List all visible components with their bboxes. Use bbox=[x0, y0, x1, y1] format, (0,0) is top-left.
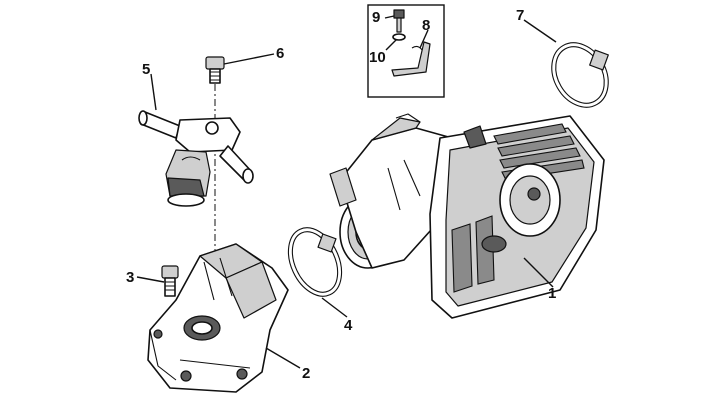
part-2-adaptor-housing bbox=[147, 243, 289, 393]
leader-2 bbox=[265, 347, 301, 369]
leader-1 bbox=[523, 257, 554, 288]
part-10-washer bbox=[392, 33, 406, 41]
callout-4: 4 bbox=[344, 317, 353, 334]
inset-bracket-detail bbox=[367, 4, 445, 98]
callout-7: 7 bbox=[516, 7, 524, 24]
part-1-throttle-body bbox=[329, 113, 605, 319]
callout-1: 1 bbox=[548, 285, 556, 302]
leader-3 bbox=[136, 276, 165, 283]
callout-8: 8 bbox=[422, 17, 430, 34]
part-3-bolt bbox=[161, 265, 179, 297]
leader-4 bbox=[321, 297, 348, 318]
leader-10 bbox=[385, 39, 397, 51]
part-7-hose-clamp bbox=[551, 42, 609, 108]
leader-7 bbox=[523, 19, 557, 43]
leader-lines bbox=[136, 15, 557, 369]
part-4-hose-clamp bbox=[287, 227, 343, 297]
callout-labels: 1 2 3 4 5 6 7 8 9 10 bbox=[126, 7, 556, 382]
part-9-bolt bbox=[393, 9, 405, 33]
part-8-bracket bbox=[391, 41, 431, 77]
callout-6: 6 bbox=[276, 45, 284, 62]
inset-frame bbox=[367, 4, 445, 98]
part-6-bolt bbox=[205, 56, 225, 84]
callout-10: 10 bbox=[369, 49, 386, 66]
leader-8 bbox=[419, 29, 429, 49]
callout-5: 5 bbox=[142, 61, 150, 78]
callout-3: 3 bbox=[126, 269, 134, 286]
leader-5 bbox=[150, 73, 157, 111]
callout-2: 2 bbox=[302, 365, 310, 382]
callout-9: 9 bbox=[372, 9, 380, 26]
leader-9 bbox=[384, 15, 395, 19]
leader-6 bbox=[223, 53, 275, 65]
part-5-fuel-connector bbox=[138, 110, 254, 207]
